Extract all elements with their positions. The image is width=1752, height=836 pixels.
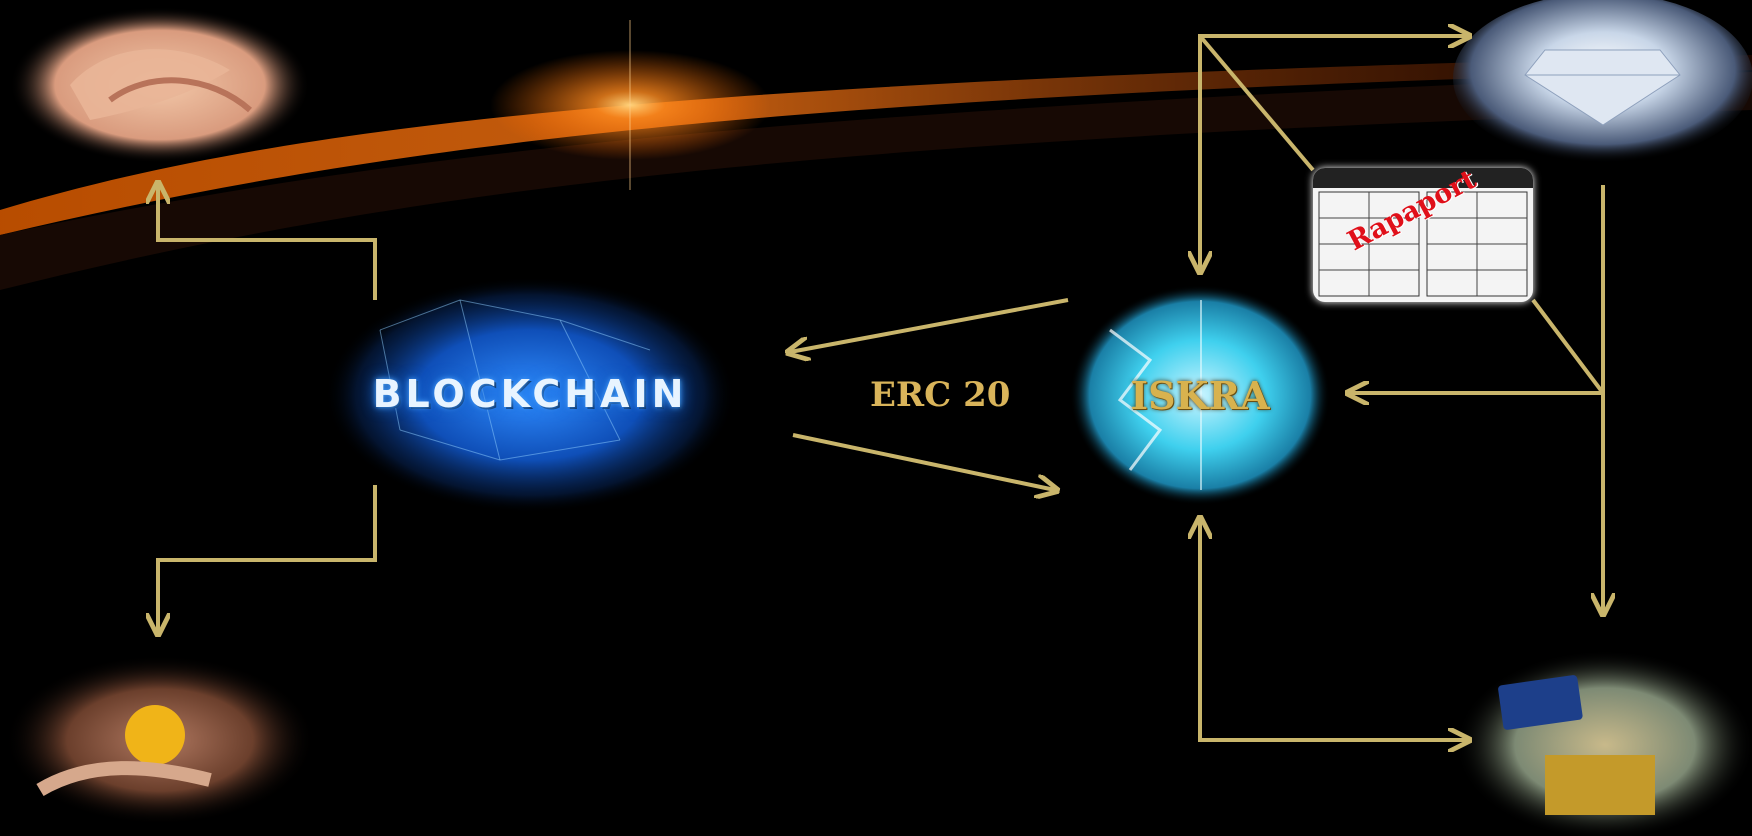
arrow-blockchain-to-iskra [792,433,1055,490]
iskra-digital-globe [1070,285,1330,505]
arrows [158,36,1603,740]
blockchain-network-globe [325,277,735,513]
arrow-blockchain-to-top-left [158,185,377,300]
cards-cash-coins-photo [1455,650,1752,836]
blockchain-label: BLOCKCHAIN [372,372,688,416]
rapaport-price-list-table [1313,168,1533,302]
iskra-label: ISKRA [1130,373,1270,418]
outstretched-hands-photo [5,655,315,825]
erc20-label: ERC 20 [870,375,1011,415]
diamond-gem [1453,0,1752,163]
line-hub-to-rapaport [1198,34,1315,172]
holding-hands-photo [10,7,310,163]
arrow-blockchain-to-bottom-left [158,485,377,632]
rapaport-table-grid [1313,168,1533,297]
line-rapaport-to-right-bus [1531,298,1605,395]
arrow-iskra-to-blockchain [790,298,1069,352]
arrow-iskra-to-money [1200,520,1467,740]
